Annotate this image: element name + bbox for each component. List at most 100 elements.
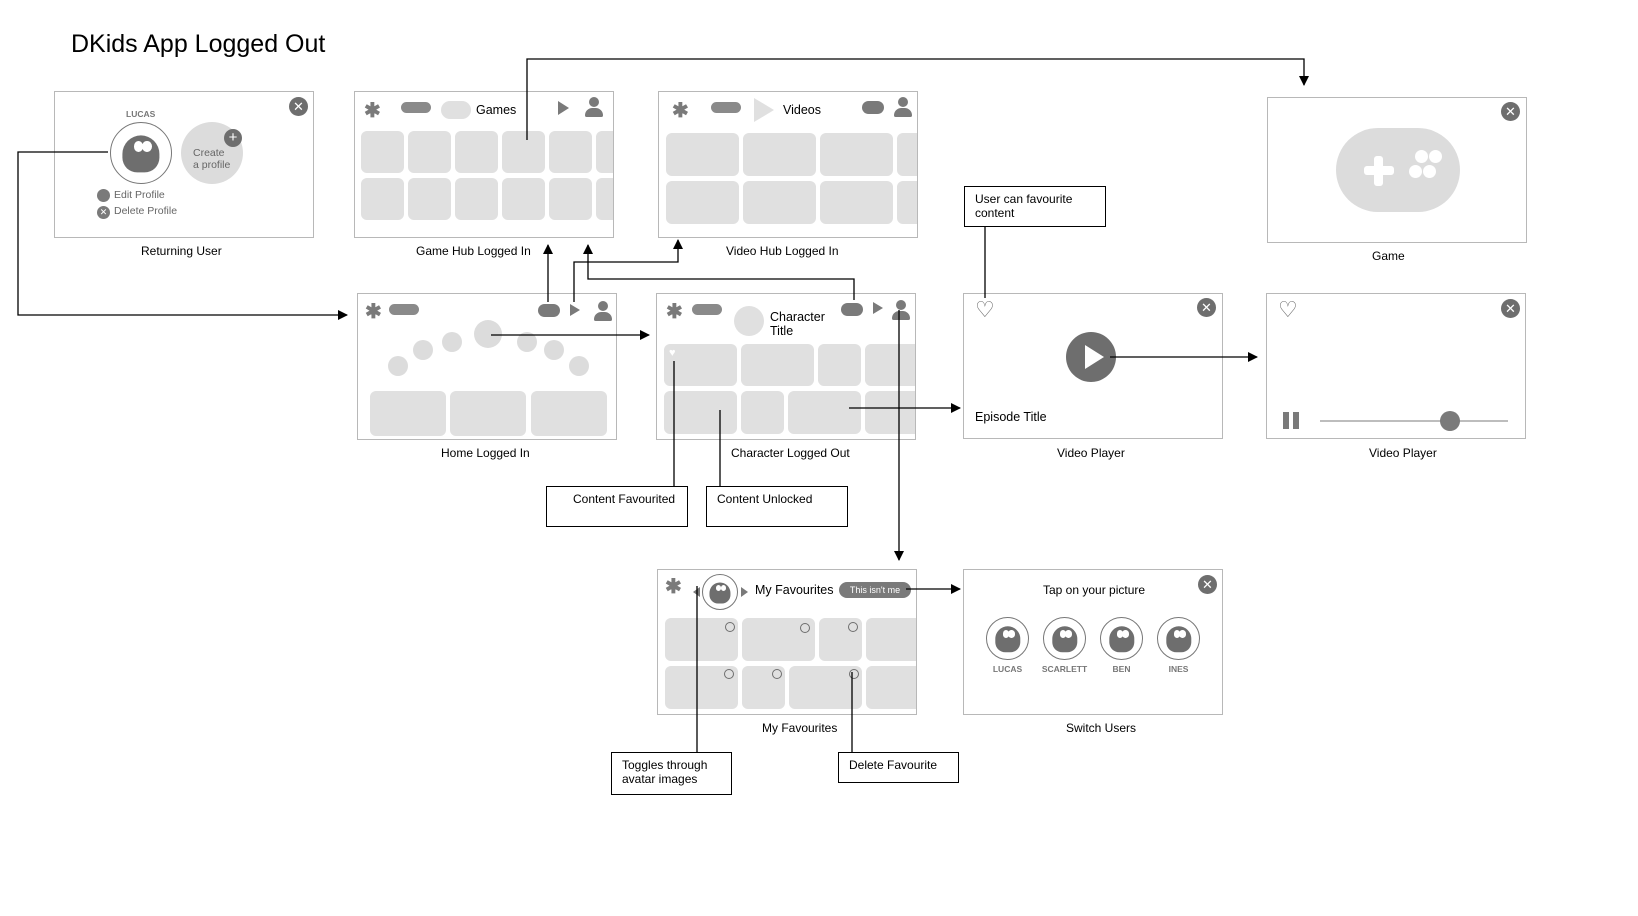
profile-icon[interactable] <box>585 97 603 117</box>
nav-pill[interactable] <box>711 102 741 113</box>
content-tile[interactable] <box>741 391 784 434</box>
character-bubble[interactable] <box>388 356 408 376</box>
close-icon[interactable]: ✕ <box>1501 102 1520 121</box>
game-tile[interactable] <box>361 178 404 220</box>
game-tile[interactable] <box>596 131 613 173</box>
video-tile[interactable] <box>666 133 739 176</box>
game-tile[interactable] <box>361 131 404 173</box>
page-title: DKids App Logged Out <box>71 30 326 58</box>
favourite-tile[interactable] <box>866 618 916 661</box>
delete-favourite-icon[interactable] <box>724 669 734 679</box>
gamepad-icon[interactable] <box>862 101 884 114</box>
logo-icon: ✱ <box>365 301 382 323</box>
character-bubble[interactable] <box>413 340 433 360</box>
game-tile[interactable] <box>408 131 451 173</box>
content-tile[interactable] <box>865 344 915 386</box>
character-bubble[interactable] <box>474 320 502 348</box>
character-bubble[interactable] <box>569 356 589 376</box>
progress-track[interactable] <box>1320 420 1508 422</box>
play-icon[interactable] <box>558 101 569 115</box>
close-icon[interactable]: ✕ <box>289 97 308 116</box>
create-profile-label: Create a profile <box>193 147 231 171</box>
play-icon[interactable] <box>570 304 580 316</box>
close-icon[interactable]: ✕ <box>1197 298 1216 317</box>
progress-scrubber[interactable] <box>1439 411 1460 431</box>
nav-pill[interactable] <box>692 304 722 315</box>
game-tile[interactable] <box>549 178 592 220</box>
home-tile[interactable] <box>450 391 526 436</box>
delete-favourite-icon[interactable] <box>772 669 782 679</box>
screen-video-player-1: ♡ ✕ Episode Title <box>963 293 1223 439</box>
play-icon[interactable] <box>873 302 883 314</box>
chevron-right-icon[interactable] <box>741 587 748 597</box>
chevron-left-icon[interactable] <box>693 587 700 597</box>
gamepad-icon[interactable] <box>841 303 863 316</box>
home-tile[interactable] <box>531 391 607 436</box>
note-delete-favourite: Delete Favourite <box>838 752 959 783</box>
plus-icon: + <box>224 129 242 147</box>
game-tile[interactable] <box>455 131 498 173</box>
gamepad-icon[interactable] <box>538 304 560 317</box>
content-tile[interactable] <box>741 344 814 386</box>
game-tile[interactable] <box>596 178 613 220</box>
favourite-tile[interactable] <box>866 666 916 709</box>
heart-outline-icon[interactable]: ♡ <box>975 297 995 322</box>
content-tile[interactable] <box>865 391 915 434</box>
character-bubble[interactable] <box>442 332 462 352</box>
profile-avatar[interactable] <box>110 122 172 184</box>
game-tile[interactable] <box>502 178 545 220</box>
switch-users-title: Tap on your picture <box>1043 583 1146 597</box>
video-tile[interactable] <box>820 181 893 224</box>
content-tile[interactable] <box>788 391 861 434</box>
delete-favourite-icon[interactable] <box>849 669 859 679</box>
video-tile[interactable] <box>743 181 816 224</box>
avatar-toggle[interactable] <box>702 574 738 610</box>
user-avatar[interactable] <box>1043 617 1086 660</box>
caption-returning-user: Returning User <box>141 244 222 258</box>
video-tile[interactable] <box>743 133 816 176</box>
game-tile[interactable] <box>408 178 451 220</box>
logo-icon: ✱ <box>665 576 682 598</box>
game-tile[interactable] <box>455 178 498 220</box>
delete-favourite-icon[interactable] <box>848 622 858 632</box>
game-tile[interactable] <box>549 131 592 173</box>
note-user-can-favourite: User can favourite content <box>964 186 1106 227</box>
edit-profile-link[interactable]: Edit Profile <box>114 189 165 201</box>
close-icon[interactable]: ✕ <box>1198 575 1217 594</box>
profile-icon[interactable] <box>594 301 612 321</box>
delete-favourite-icon[interactable] <box>725 622 735 632</box>
video-tile[interactable] <box>897 181 917 224</box>
not-me-button[interactable]: This isn't me <box>839 582 911 598</box>
character-bubble[interactable] <box>544 340 564 360</box>
video-tile[interactable] <box>820 133 893 176</box>
heart-outline-icon[interactable]: ♡ <box>1278 297 1298 322</box>
nav-pill[interactable] <box>401 102 431 113</box>
nav-pill[interactable] <box>389 304 419 315</box>
character-bubble[interactable] <box>517 332 537 352</box>
user-avatar[interactable] <box>1157 617 1200 660</box>
screen-video-player-2: ♡ ✕ <box>1266 293 1526 439</box>
video-tile[interactable] <box>897 133 917 176</box>
delete-favourite-icon[interactable] <box>800 623 810 633</box>
profile-icon[interactable] <box>892 300 910 320</box>
big-play-button[interactable] <box>1066 332 1116 382</box>
content-tile[interactable] <box>664 344 737 386</box>
delete-profile-link[interactable]: Delete Profile <box>114 205 178 217</box>
home-tile[interactable] <box>370 391 446 436</box>
video-play-icon <box>754 98 774 122</box>
pause-icon[interactable] <box>1283 412 1299 429</box>
note-content-favourited: Content Favourited <box>546 486 688 527</box>
user-avatar[interactable] <box>986 617 1029 660</box>
game-tile[interactable] <box>502 131 545 173</box>
profile-icon[interactable] <box>894 97 912 117</box>
close-icon[interactable]: ✕ <box>1501 299 1520 318</box>
caption-character: Character Logged Out <box>731 446 850 460</box>
delete-icon: ✕ <box>97 206 110 219</box>
character-avatar <box>734 306 764 336</box>
content-tile[interactable] <box>818 344 861 386</box>
content-tile[interactable] <box>664 391 737 434</box>
caption-video-hub: Video Hub Logged In <box>726 244 839 258</box>
video-tile[interactable] <box>666 181 739 224</box>
user-avatar[interactable] <box>1100 617 1143 660</box>
